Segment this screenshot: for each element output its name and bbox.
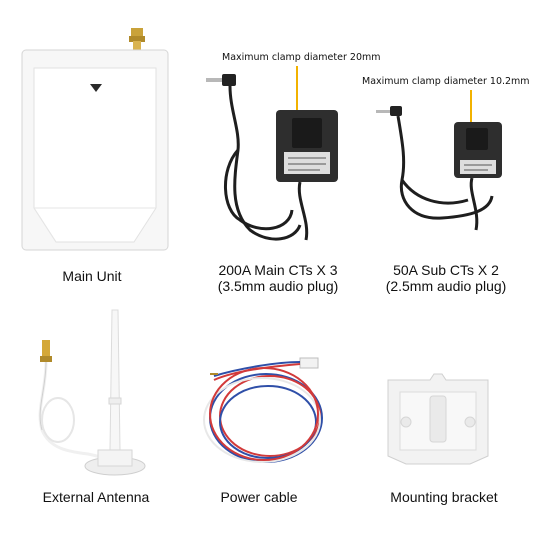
mounting-bracket-drawing (387, 373, 489, 465)
main-unit-drawing (21, 28, 169, 251)
main-unit-label: Main Unit (62, 268, 122, 284)
main-ct-image (200, 70, 360, 250)
main-ct-label-line1: 200A Main CTs X 3 (218, 262, 338, 278)
power-cable-drawing (203, 357, 323, 463)
external-antenna-label: External Antenna (42, 489, 150, 505)
main-unit-image (16, 28, 176, 252)
sub-ct-clamp-annotation: Maximum clamp diameter 10.2mm (362, 76, 530, 87)
power-cable-label: Power cable (220, 489, 298, 505)
sub-ct-leader-line (470, 90, 472, 126)
sub-ct-label-line1: 50A Sub CTs X 2 (393, 262, 499, 278)
main-ct-leader-line (296, 66, 298, 118)
external-antenna-image (28, 300, 158, 480)
sub-ct-label-line2: (2.5mm audio plug) (385, 278, 507, 294)
mounting-bracket-image (380, 372, 496, 466)
external-antenna-drawing (38, 309, 146, 476)
mounting-bracket-label: Mounting bracket (390, 489, 498, 505)
power-cable-image (196, 356, 346, 476)
main-ct-clamp-annotation: Maximum clamp diameter 20mm (222, 52, 381, 63)
sub-ct-image (372, 100, 522, 240)
main-ct-label-line2: (3.5mm audio plug) (217, 278, 339, 294)
main-ct-drawing (206, 74, 338, 241)
sub-ct-drawing (376, 106, 502, 231)
